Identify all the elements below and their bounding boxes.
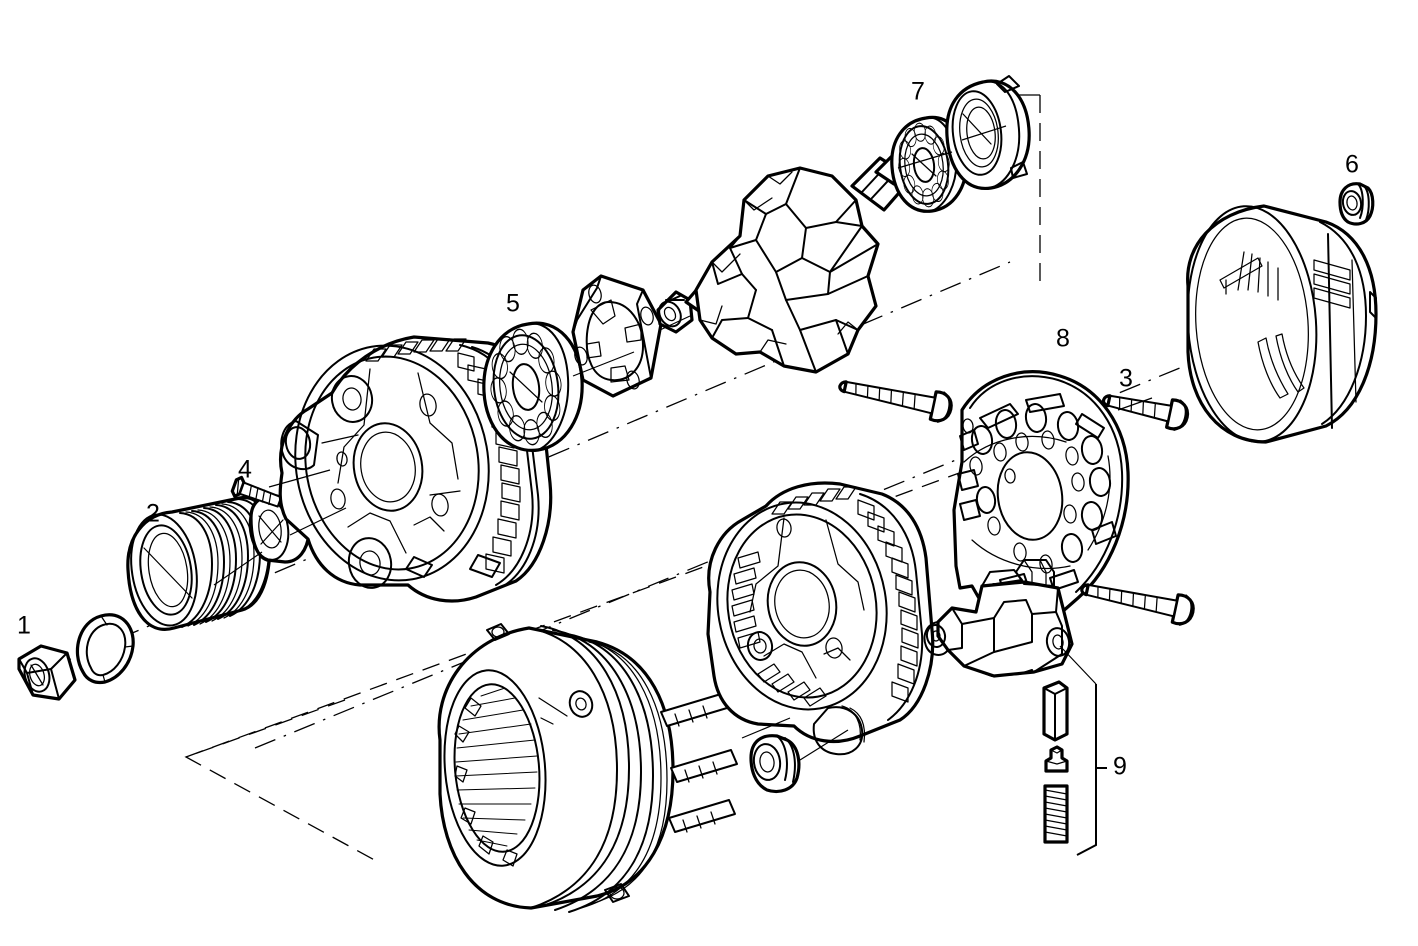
callout-labels: 1 2 3 4 5 6 7 8 9 [17,78,1359,781]
part-drive-end-housing [278,335,553,603]
callout-label-5: 5 [506,290,520,318]
part-voltage-regulator [923,559,1074,678]
part-stator [437,623,738,913]
part-through-bolt-lower [1080,583,1195,626]
callout-9-bracket [1059,645,1107,856]
part-screw-rectifier [1101,394,1190,431]
part-brush-spring [1043,784,1069,844]
leader-lines [213,125,1153,761]
callout-label-6: 6 [1345,151,1359,179]
lower-bracket [184,446,1031,864]
callout-label-3: 3 [1119,365,1133,393]
part-through-bolt-upper [838,380,953,423]
callout-label-1: 1 [17,612,31,640]
part-bushing [749,734,801,794]
callout-label-4: 4 [238,456,252,484]
callout-label-2: 2 [146,500,160,528]
callout-label-8: 8 [1056,325,1070,353]
part-carbon-brush [1042,680,1069,742]
part-hex-nut [17,644,77,701]
part-rear-cover [1186,204,1378,444]
part-bearing-retainer-plate [571,274,663,398]
part-slip-ring-end-housing [706,481,935,756]
stator-leads [660,693,738,833]
part-conical-washer [75,613,135,685]
callout-label-7: 7 [911,78,925,106]
part-bearing-retainer-sleeve [945,75,1031,190]
callout-label-9: 9 [1113,753,1127,781]
part-terminal-nut [1338,182,1375,226]
part-small-screw [230,475,283,508]
part-rectifier-bridge [952,370,1130,616]
part-ball-bearing-drive [482,321,584,452]
part-brush-terminal [1044,745,1069,773]
